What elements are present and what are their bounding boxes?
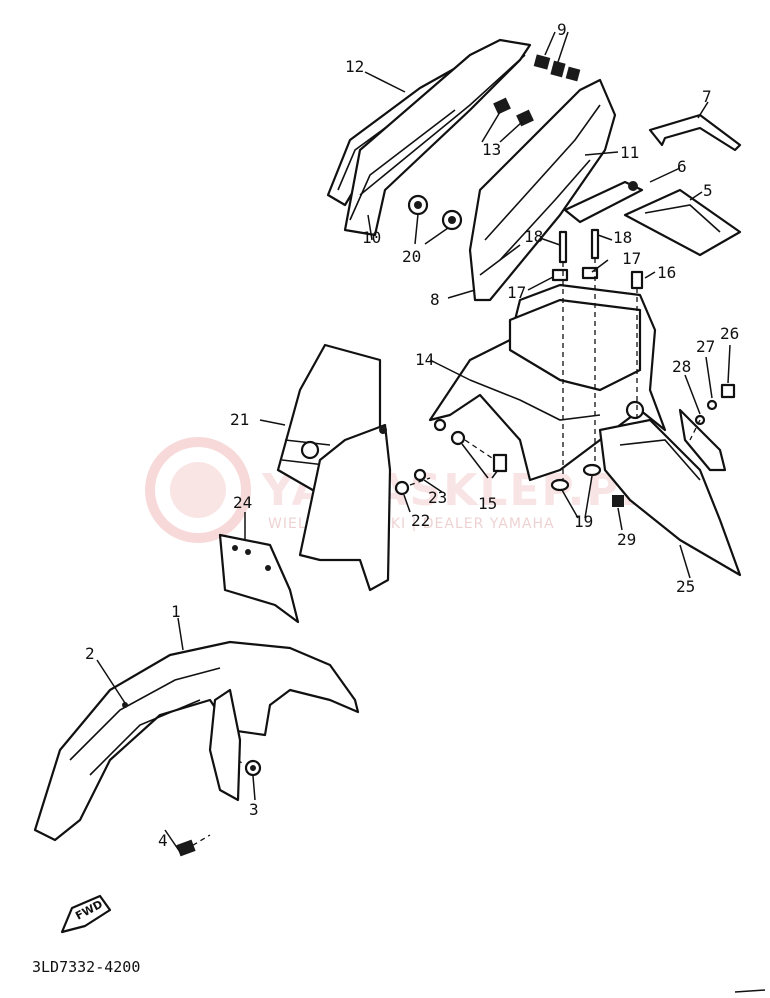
part-7-bracket[interactable] xyxy=(648,113,742,152)
callout-17a: 17 xyxy=(507,283,526,302)
callout-27: 27 xyxy=(696,337,715,356)
part-17-clip-a[interactable] xyxy=(551,268,569,282)
part-16-bolt[interactable] xyxy=(630,270,644,290)
callout-29: 29 xyxy=(617,530,636,549)
callout-18b: 18 xyxy=(613,228,632,247)
part-23-washer[interactable] xyxy=(413,468,427,482)
callout-8: 8 xyxy=(430,290,440,309)
callout-12: 12 xyxy=(345,57,364,76)
callout-18a: 18 xyxy=(524,227,543,246)
part-15-collar-a[interactable] xyxy=(450,430,466,446)
callout-24: 24 xyxy=(233,493,252,512)
callout-14: 14 xyxy=(415,350,434,369)
part-25-rear-flap[interactable] xyxy=(598,408,742,577)
part-15-collar-b[interactable] xyxy=(492,453,508,473)
callout-26: 26 xyxy=(720,324,739,343)
part-27-washer[interactable] xyxy=(706,399,718,411)
part-9-nuts[interactable] xyxy=(533,54,581,82)
callout-1: 1 xyxy=(171,602,181,621)
part-5-pad[interactable] xyxy=(623,188,742,257)
callout-2: 2 xyxy=(85,644,95,663)
callout-16: 16 xyxy=(657,263,676,282)
corner-mark xyxy=(734,989,766,993)
assembly-lines xyxy=(184,258,701,851)
callout-5: 5 xyxy=(703,181,713,200)
callout-3: 3 xyxy=(249,800,259,819)
part-18-rivet-b[interactable] xyxy=(590,228,600,260)
watermark-logo-ring xyxy=(145,437,251,543)
callout-23: 23 xyxy=(428,488,447,507)
part-11-tail-cover-right[interactable] xyxy=(468,78,617,302)
fasteners[interactable] xyxy=(394,228,736,507)
callout-4: 4 xyxy=(158,831,168,850)
callout-17b: 17 xyxy=(622,249,641,268)
part-2-marker xyxy=(122,702,128,708)
part-21-side-panel[interactable] xyxy=(276,343,392,592)
callout-9: 9 xyxy=(557,20,567,39)
callout-15: 15 xyxy=(478,494,497,513)
watermark-logo-core xyxy=(170,462,226,518)
part-18-rivet-a[interactable] xyxy=(558,230,568,264)
callout-10: 10 xyxy=(362,228,381,247)
callout-21: 21 xyxy=(230,410,249,429)
part-17-clip-b[interactable] xyxy=(581,266,599,280)
part-4-bolt[interactable] xyxy=(176,839,196,857)
part-1-front-fender[interactable] xyxy=(33,640,360,842)
part-22-bolt[interactable] xyxy=(394,480,410,496)
callout-20: 20 xyxy=(402,247,421,266)
callout-25: 25 xyxy=(676,577,695,596)
callout-6: 6 xyxy=(677,157,687,176)
part-10-tail-cover-left[interactable] xyxy=(343,38,534,237)
part-19-washer-b[interactable] xyxy=(582,463,602,477)
callout-7: 7 xyxy=(702,87,712,106)
leader-lines xyxy=(96,31,731,853)
part-24-plate[interactable] xyxy=(218,533,300,624)
callout-13: 13 xyxy=(482,140,501,159)
drawing-code: 3LD7332-4200 xyxy=(32,958,140,976)
callout-labels: 12 9 7 13 11 6 5 10 20 8 18 18 17 16 17 … xyxy=(85,20,739,850)
part-26-bolt[interactable] xyxy=(720,383,736,399)
part-29-nut[interactable] xyxy=(612,495,624,507)
callout-11: 11 xyxy=(620,143,639,162)
part-6-strap[interactable] xyxy=(563,180,644,224)
callout-19: 19 xyxy=(574,512,593,531)
part-19-washer-a[interactable] xyxy=(550,478,570,492)
part-3-bolt[interactable] xyxy=(244,759,262,777)
part-20-grommets[interactable] xyxy=(407,194,463,231)
callout-28: 28 xyxy=(672,357,691,376)
callout-22: 22 xyxy=(411,511,430,530)
fwd-arrow-badge: FWD xyxy=(60,894,112,934)
